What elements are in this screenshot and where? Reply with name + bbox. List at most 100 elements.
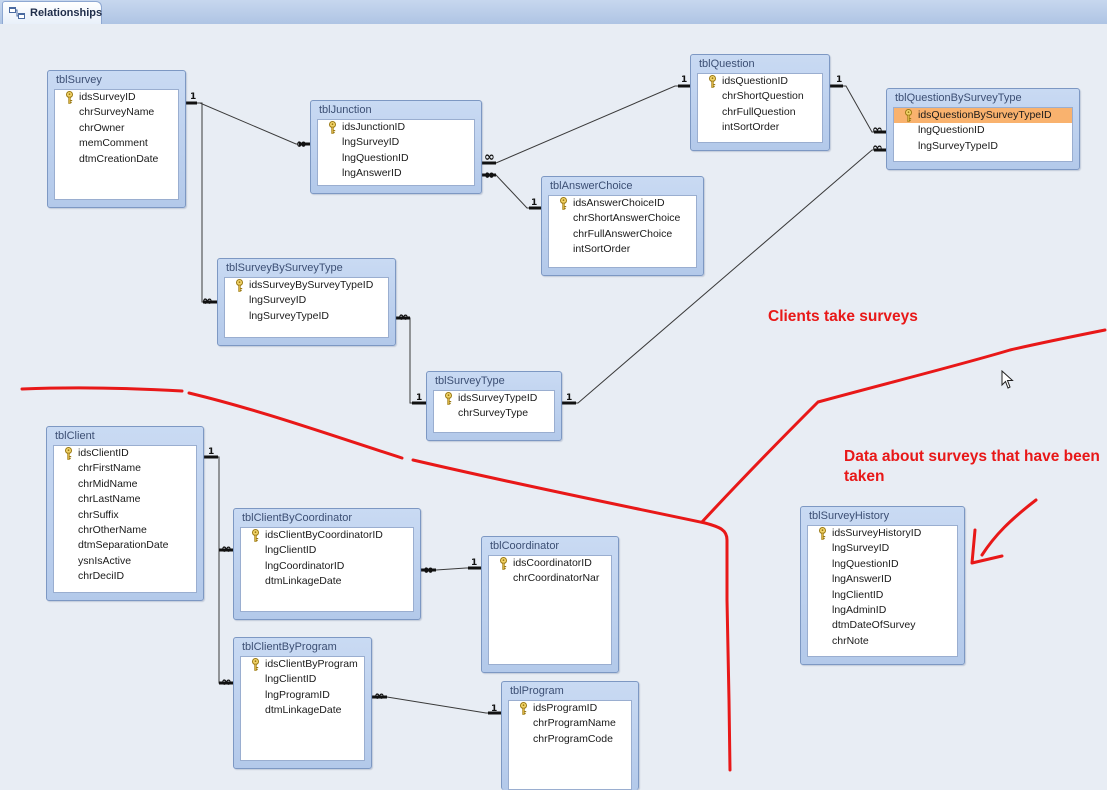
field-row[interactable]: chrMidName bbox=[54, 477, 196, 492]
field-row[interactable]: chrDeciID bbox=[54, 569, 196, 584]
field-row[interactable]: lngQuestionID bbox=[318, 151, 474, 166]
field-row[interactable]: memComment bbox=[55, 136, 178, 151]
field-row[interactable]: idsSurveyHistoryID bbox=[808, 526, 957, 541]
field-row[interactable]: idsSurveyTypeID bbox=[434, 391, 554, 406]
field-row[interactable]: dtmDateOfSurvey bbox=[808, 618, 957, 633]
field-row[interactable]: idsAnswerChoiceID bbox=[549, 196, 696, 211]
field-row[interactable]: chrNote bbox=[808, 634, 957, 649]
field-row[interactable]: lngSurveyTypeID bbox=[225, 309, 388, 324]
table-title[interactable]: tblAnswerChoice bbox=[550, 180, 633, 192]
primary-key-icon bbox=[560, 197, 567, 210]
field-row[interactable]: idsProgramID bbox=[509, 701, 631, 716]
field-row[interactable]: lngSurveyID bbox=[808, 541, 957, 556]
field-row[interactable]: intSortOrder bbox=[549, 242, 696, 257]
field-row[interactable]: lngClientID bbox=[241, 672, 364, 687]
field-row[interactable]: chrSuffix bbox=[54, 508, 196, 523]
table-tblClientByCoordinator[interactable]: tblClientByCoordinator idsClientByCoordi… bbox=[233, 508, 421, 620]
field-row[interactable]: idsClientByCoordinatorID bbox=[241, 528, 413, 543]
field-row[interactable]: idsQuestionBySurveyTypeID bbox=[894, 108, 1072, 124]
table-title[interactable]: tblClientByCoordinator bbox=[242, 512, 353, 524]
table-title[interactable]: tblClient bbox=[55, 430, 95, 442]
table-tblCoordinator[interactable]: tblCoordinator idsCoordinatorID chrCoordi… bbox=[481, 536, 619, 673]
field-row[interactable]: lngClientID bbox=[808, 588, 957, 603]
field-row[interactable]: lngSurveyID bbox=[225, 293, 388, 308]
field-row[interactable]: dtmCreationDate bbox=[55, 152, 178, 167]
table-title[interactable]: tblClientByProgram bbox=[242, 641, 337, 653]
field-row[interactable]: chrProgramCode bbox=[509, 732, 631, 747]
field-row[interactable]: ysnIsActive bbox=[54, 554, 196, 569]
table-title[interactable]: tblCoordinator bbox=[490, 540, 560, 552]
field-row[interactable]: chrSurveyType bbox=[434, 406, 554, 421]
table-tblSurveyBySurveyType[interactable]: tblSurveyBySurveyType idsSurveyBySurveyT… bbox=[217, 258, 396, 346]
mouse-pointer-icon bbox=[1001, 370, 1014, 389]
field-row[interactable]: dtmLinkageDate bbox=[241, 703, 364, 718]
field-row[interactable]: lngProgramID bbox=[241, 688, 364, 703]
table-tblQuestionBySurveyType[interactable]: tblQuestionBySurveyType idsQuestionBySur… bbox=[886, 88, 1080, 170]
field-row[interactable]: lngQuestionID bbox=[894, 123, 1072, 138]
field-row[interactable]: chrOwner bbox=[55, 121, 178, 136]
field-row[interactable]: chrFullQuestion bbox=[698, 105, 822, 120]
field-row[interactable]: dtmSeparationDate bbox=[54, 538, 196, 553]
field-row[interactable]: lngAdminID bbox=[808, 603, 957, 618]
table-title[interactable]: tblQuestion bbox=[699, 58, 755, 70]
field-row[interactable]: lngQuestionID bbox=[808, 557, 957, 572]
field-row[interactable]: lngSurveyID bbox=[318, 135, 474, 150]
field-row[interactable]: chrOtherName bbox=[54, 523, 196, 538]
field-name: idsCoordinatorID bbox=[513, 557, 592, 569]
field-row[interactable]: lngAnswerID bbox=[318, 166, 474, 181]
field-row[interactable]: chrFullAnswerChoice bbox=[549, 227, 696, 242]
field-row[interactable]: lngSurveyTypeID bbox=[894, 139, 1072, 154]
field-row[interactable]: idsClientByProgram bbox=[241, 657, 364, 672]
field-name: memComment bbox=[79, 137, 148, 150]
field-row[interactable]: idsJunctionID bbox=[318, 120, 474, 135]
field-row[interactable]: idsSurveyBySurveyTypeID bbox=[225, 278, 388, 293]
field-row[interactable]: lngClientID bbox=[241, 543, 413, 558]
table-title[interactable]: tblProgram bbox=[510, 685, 564, 697]
table-title[interactable]: tblSurvey bbox=[56, 74, 102, 86]
field-row[interactable]: chrCoordinatorNar bbox=[489, 571, 611, 586]
field-row[interactable]: idsQuestionID bbox=[698, 74, 822, 89]
field-row[interactable]: dtmLinkageDate bbox=[241, 574, 413, 589]
field-row[interactable]: idsClientID bbox=[54, 446, 196, 461]
field-row[interactable]: lngCoordinatorID bbox=[241, 559, 413, 574]
tab-relationships[interactable]: Relationships bbox=[2, 1, 102, 24]
table-title[interactable]: tblSurveyType bbox=[435, 375, 505, 387]
field-row[interactable]: lngAnswerID bbox=[808, 572, 957, 587]
field-row[interactable]: intSortOrder bbox=[698, 120, 822, 135]
field-row[interactable]: chrSurveyName bbox=[55, 105, 178, 120]
field-row[interactable]: chrShortAnswerChoice bbox=[549, 211, 696, 226]
field-row[interactable]: idsSurveyID bbox=[55, 90, 178, 105]
field-row[interactable]: chrShortQuestion bbox=[698, 89, 822, 104]
table-title[interactable]: tblSurveyBySurveyType bbox=[226, 262, 343, 274]
table-title[interactable]: tblQuestionBySurveyType bbox=[895, 92, 1022, 104]
field-row[interactable]: chrLastName bbox=[54, 492, 196, 507]
field-row[interactable]: chrProgramName bbox=[509, 716, 631, 731]
field-row[interactable]: idsCoordinatorID bbox=[489, 556, 611, 571]
field-name: lngCoordinatorID bbox=[265, 559, 345, 572]
field-row[interactable]: chrFirstName bbox=[54, 461, 196, 476]
field-list[interactable]: idsCoordinatorID chrCoordinatorNar bbox=[488, 555, 612, 665]
table-title[interactable]: tblJunction bbox=[319, 104, 372, 116]
table-title[interactable]: tblSurveyHistory bbox=[809, 510, 890, 522]
